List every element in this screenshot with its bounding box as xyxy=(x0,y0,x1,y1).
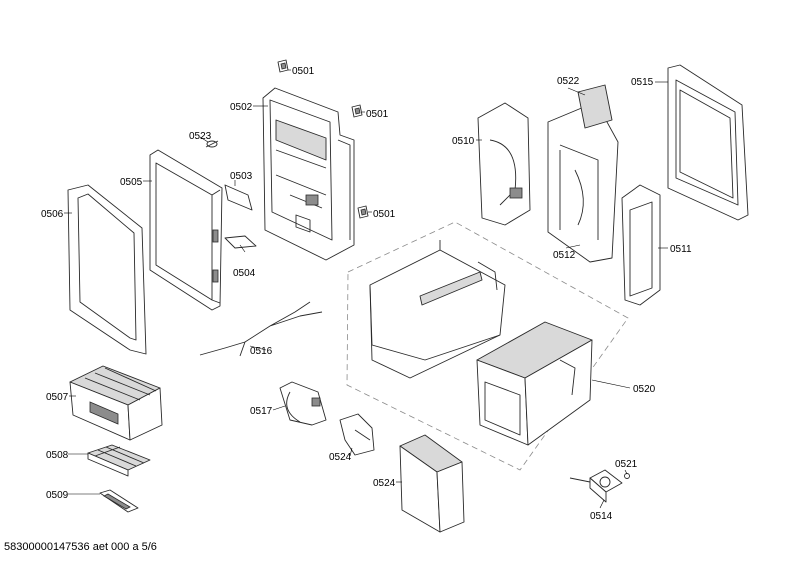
label-0515: 0515 xyxy=(631,77,654,88)
document-reference: 58300000147536 aet 000 a 5/6 xyxy=(4,541,157,553)
part-0511-panel xyxy=(621,184,661,306)
label-0505: 0505 xyxy=(120,177,143,188)
label-0509: 0509 xyxy=(46,490,69,501)
part-0524-box xyxy=(399,434,465,533)
part-0515-frame xyxy=(667,64,749,221)
label-0517: 0517 xyxy=(250,406,273,417)
leader-lines xyxy=(64,69,668,509)
part-0522-unit xyxy=(547,84,619,263)
label-0502: 0502 xyxy=(230,102,253,113)
part-0501-clip-a xyxy=(277,59,289,73)
part-0502-housing xyxy=(262,87,355,261)
part-labels: 0501 0501 0501 0502 0503 0504 0505 0506 … xyxy=(41,66,692,522)
part-0510-duct xyxy=(477,102,531,226)
part-0503-plate xyxy=(224,184,253,211)
label-0512: 0512 xyxy=(553,250,576,261)
part-0508-tray xyxy=(87,444,151,477)
part-0507-shelf xyxy=(69,365,163,441)
part-0501-clip-b xyxy=(351,104,363,118)
label-0522: 0522 xyxy=(557,76,580,87)
part-0514-fan xyxy=(569,469,623,503)
label-0524-a: 0524 xyxy=(329,452,352,463)
part-0504-plate xyxy=(224,235,257,249)
part-0523-lamp xyxy=(205,140,219,148)
part-0521-screw xyxy=(624,473,630,479)
assembly-boundary xyxy=(346,221,629,471)
part-0520-crisper xyxy=(476,321,593,446)
label-0506: 0506 xyxy=(41,209,64,220)
label-0516: 0516 xyxy=(250,346,273,357)
part-0516-cable xyxy=(199,301,323,357)
part-0517-bracket xyxy=(279,381,327,426)
label-0501-a: 0501 xyxy=(292,66,315,77)
label-0524-b: 0524 xyxy=(373,478,396,489)
label-0508: 0508 xyxy=(46,450,69,461)
part-0509-tray xyxy=(99,489,139,513)
part-0506-frame xyxy=(67,184,147,355)
label-0514: 0514 xyxy=(590,511,613,522)
label-0520: 0520 xyxy=(633,384,656,395)
label-0501-c: 0501 xyxy=(373,209,396,220)
part-0501-clip-c xyxy=(357,205,369,219)
label-0507: 0507 xyxy=(46,392,69,403)
label-0503: 0503 xyxy=(230,171,253,182)
part-0524-bracket xyxy=(339,413,375,456)
part-0520-liner xyxy=(369,240,506,379)
label-0510: 0510 xyxy=(452,136,475,147)
part-0505-panel xyxy=(149,149,223,311)
label-0523: 0523 xyxy=(189,131,212,142)
label-0501-b: 0501 xyxy=(366,109,389,120)
label-0504: 0504 xyxy=(233,268,256,279)
label-0511: 0511 xyxy=(670,244,692,255)
label-0521: 0521 xyxy=(615,459,638,470)
